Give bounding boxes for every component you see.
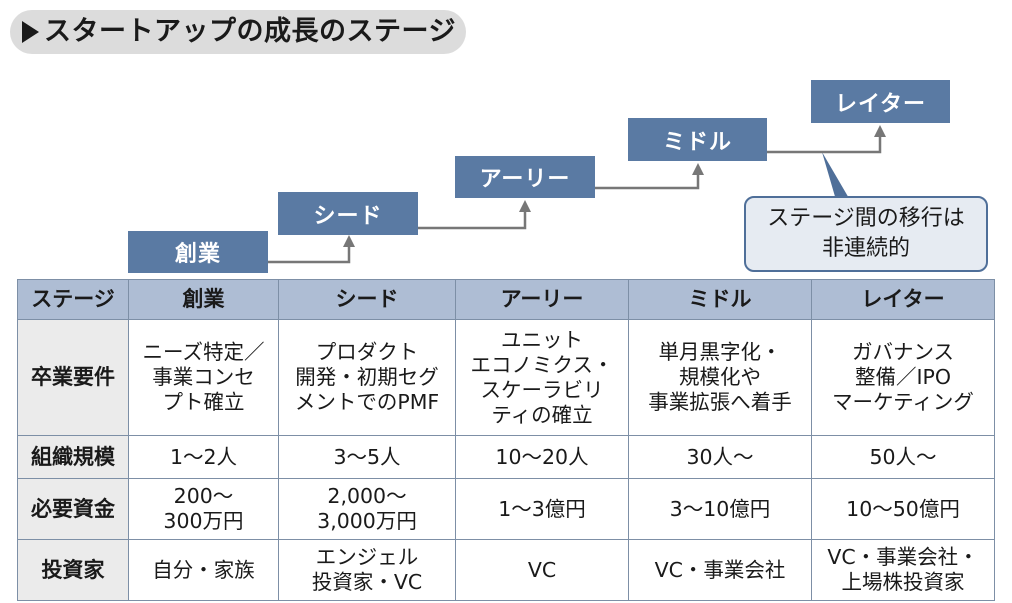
cell-text-line: ニーズ特定／ [142, 340, 265, 364]
row-label: 必要資金 [17, 478, 129, 540]
stage-table: ステージ 創業 シード アーリー ミドル レイター 卒業要件ニーズ特定／事業コン… [17, 279, 995, 601]
cell-text-line: プロダクト [315, 340, 419, 364]
diagram-title: スタートアップの成長のステージ [44, 16, 456, 47]
table-cell: 10〜20人 [455, 435, 629, 479]
connector-4 [766, 135, 882, 154]
cell-text-line: 10〜20人 [495, 444, 589, 469]
connector-3 [595, 173, 700, 190]
cell-text-line: 規模化や [679, 365, 761, 389]
table-row: 組織規模 1〜2人 3〜5人 10〜20人 30人〜 50人〜 [17, 435, 995, 479]
cell-text-line: 30人〜 [686, 444, 754, 469]
transition-callout: ステージ間の移行は 非連続的 [744, 196, 988, 272]
cell-text-line: マーケティング [832, 390, 974, 414]
cell-text-line: 2,000〜 [327, 484, 407, 508]
callout-line-2: 非連続的 [821, 236, 910, 261]
cell-text-line: 10〜50億円 [846, 496, 960, 521]
header-cell-founding: 創業 [128, 279, 279, 320]
cell-text-line: VC・事業会社 [654, 557, 786, 582]
connector-2 [418, 210, 527, 230]
header-cell-early: アーリー [455, 279, 629, 320]
table-cell: 30人〜 [628, 435, 812, 479]
header-cell-later: レイター [811, 279, 995, 320]
cell-text-line: メントでのPMF [294, 390, 440, 414]
table-cell: 10〜50億円 [811, 478, 995, 540]
arrowhead-2 [519, 200, 531, 212]
table-cell: エンジェル投資家・VC [278, 539, 456, 601]
cell-text-line: 自分・家族 [152, 557, 255, 582]
stage-box-early: アーリー [455, 156, 595, 198]
table-cell: ユニットエコノミクス・スケーラビリティの確立 [455, 319, 629, 436]
table-cell: 3〜10億円 [628, 478, 812, 540]
cell-text-line: VC [527, 557, 557, 582]
cell-text-line: 上場株投資家 [841, 570, 965, 594]
table-cell: 1〜2人 [128, 435, 279, 479]
cell-text-line: ガバナンス [851, 340, 955, 364]
cell-text-line: 1〜2人 [169, 444, 238, 469]
cell-text-line: 300万円 [163, 509, 244, 533]
cell-text-line: ユニット [501, 327, 583, 352]
callout-pointer [822, 152, 850, 200]
cell-text-line: 3〜5人 [333, 444, 401, 469]
table-cell: ニーズ特定／事業コンセプト確立 [128, 319, 279, 436]
table-cell: VC・事業会社 [628, 539, 812, 601]
header-cell-stage: ステージ [17, 279, 129, 320]
row-label: 組織規模 [17, 435, 129, 479]
arrowhead-1 [343, 235, 355, 247]
cell-text-line: 整備／IPO [854, 365, 952, 389]
table-cell: 3〜5人 [278, 435, 456, 479]
cell-text-line: スケーラビリ [480, 377, 604, 402]
cell-text-line: 投資家・VC [311, 570, 423, 594]
play-triangle-icon [22, 21, 39, 43]
cell-text-line: 3〜10億円 [669, 496, 771, 521]
cell-text-line: ティの確立 [491, 402, 593, 427]
arrowhead-4 [874, 125, 886, 137]
table-cell: 2,000〜3,000万円 [278, 478, 456, 540]
stage-box-seed: シード [278, 192, 418, 235]
header-cell-middle: ミドル [628, 279, 812, 320]
cell-text-line: プト確立 [162, 390, 245, 414]
cell-text-line: エンジェル [315, 545, 419, 569]
table-cell: 50人〜 [811, 435, 995, 479]
row-label: 投資家 [17, 539, 129, 601]
table-cell: 200〜300万円 [128, 478, 279, 540]
stage-box-later: レイター [811, 80, 950, 123]
cell-text-line: 200〜 [173, 484, 234, 508]
row-label: 卒業要件 [17, 319, 129, 436]
cell-text-line: VC・事業会社・ [827, 545, 979, 569]
cell-text-line: 3,000万円 [317, 509, 417, 533]
table-header-row: ステージ 創業 シード アーリー ミドル レイター [17, 279, 995, 320]
cell-text-line: 開発・初期セグ [295, 365, 439, 389]
table-cell: 単月黒字化・規模化や事業拡張へ着手 [628, 319, 812, 436]
callout-line-1: ステージ間の移行は [767, 206, 965, 231]
arrowhead-3 [692, 163, 704, 175]
table-cell: プロダクト開発・初期セグメントでのPMF [278, 319, 456, 436]
table-cell: VC [455, 539, 629, 601]
connector-1 [268, 245, 351, 264]
cell-text-line: エコノミクス・ [470, 352, 614, 377]
cell-text-line: 事業拡張へ着手 [648, 390, 792, 414]
stage-box-middle: ミドル [628, 118, 767, 161]
cell-text-line: 50人〜 [869, 444, 937, 469]
cell-text-line: 1〜3億円 [498, 496, 586, 521]
cell-text-line: 単月黒字化・ [658, 340, 782, 364]
table-cell: VC・事業会社・上場株投資家 [811, 539, 995, 601]
cell-text-line: 事業コンセ [152, 365, 255, 389]
stage-box-founding: 創業 [128, 231, 268, 273]
title-banner [10, 10, 466, 54]
table-cell: 1〜3億円 [455, 478, 629, 540]
header-cell-seed: シード [278, 279, 456, 320]
table-cell: 自分・家族 [128, 539, 279, 601]
